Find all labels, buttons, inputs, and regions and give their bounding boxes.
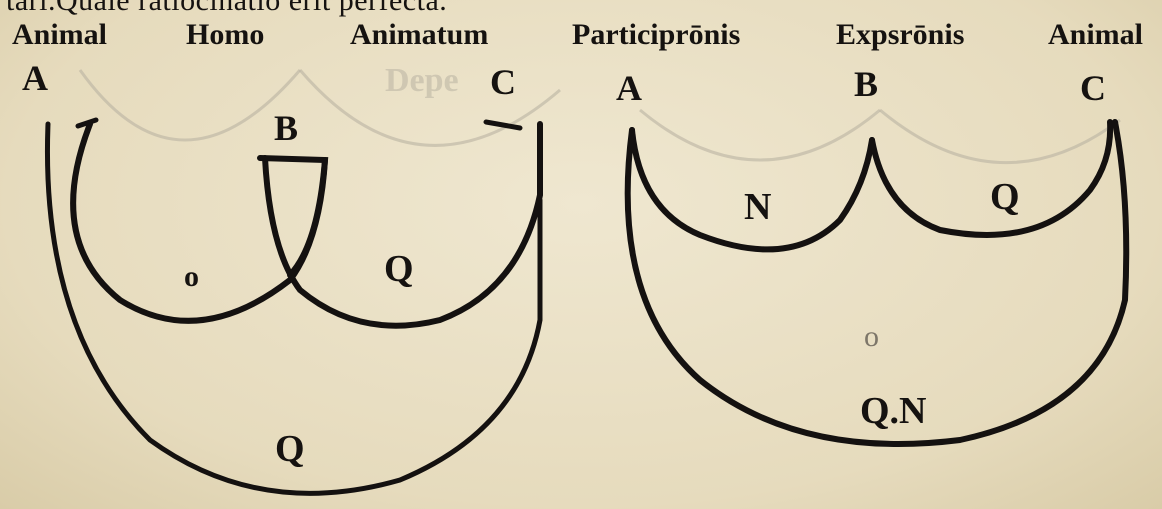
region-n-right: N	[744, 186, 772, 228]
region-q-inner-left: Q	[384, 248, 414, 290]
show-through-arc	[879, 108, 1121, 165]
running-text-line: tari.Quale ratiocinatio erit perfecta.	[6, 0, 448, 17]
arc-a-b	[629, 127, 875, 253]
point-c-right: C	[1080, 68, 1106, 108]
term-animal-right: Animal	[1048, 18, 1144, 51]
region-q-outer-left: Q	[275, 428, 305, 470]
show-through-arc	[639, 108, 881, 162]
term-homo: Homo	[186, 18, 265, 51]
show-through-arc	[78, 69, 302, 142]
term-animal-left: Animal	[12, 18, 108, 51]
point-b-right: B	[854, 64, 879, 104]
term-expers-rationis: Expsrōnis	[836, 18, 965, 51]
point-c-left: C	[490, 62, 516, 102]
arc-outer-right	[624, 119, 1130, 447]
region-o-right: o	[864, 320, 879, 353]
point-a-left: A	[22, 58, 48, 98]
left-diagram	[44, 117, 543, 496]
arc-homo-animatum	[262, 121, 543, 329]
arc-c-tick	[483, 119, 523, 131]
show-through-arc	[298, 69, 561, 147]
arc-animal-homo	[70, 121, 328, 324]
region-qn-right: Q.N	[860, 390, 927, 432]
arc-outer-left	[44, 121, 543, 496]
right-diagram	[624, 119, 1130, 447]
point-a-right: A	[616, 68, 642, 108]
show-through-text: Depe	[385, 62, 459, 99]
arc-b-loop	[257, 155, 329, 278]
arc-b-c	[869, 119, 1114, 238]
term-participans-rationis: Participrōnis	[572, 18, 741, 51]
region-q-right: Q	[990, 176, 1020, 218]
point-b-left: B	[274, 108, 299, 148]
term-animatum: Animatum	[350, 18, 489, 51]
arc-a-tick	[75, 117, 99, 129]
region-o-left: o	[184, 260, 199, 293]
